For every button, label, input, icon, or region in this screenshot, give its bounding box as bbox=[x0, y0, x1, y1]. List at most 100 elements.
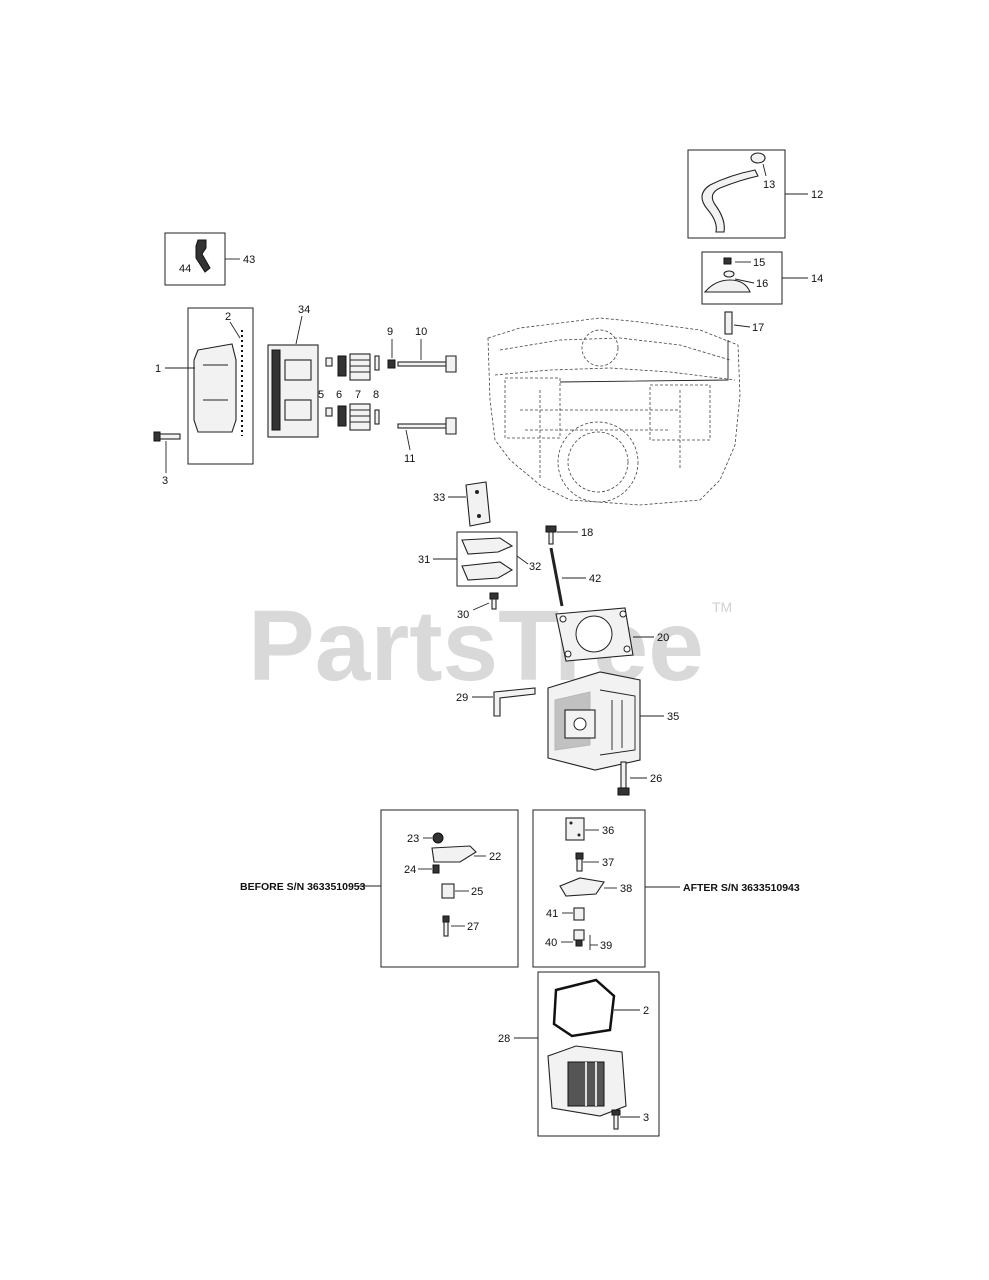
part-27-stud-head bbox=[442, 915, 450, 923]
group-28: 2 28 3 bbox=[498, 971, 660, 1137]
callout-1: 1 bbox=[155, 363, 161, 375]
callout-28: 28 bbox=[498, 1033, 510, 1045]
group-43: 43 44 bbox=[164, 232, 255, 286]
callout-30: 30 bbox=[457, 609, 469, 621]
part-5-lower bbox=[325, 407, 333, 417]
part-22-rocker bbox=[431, 845, 477, 863]
part-3b-screw-head bbox=[611, 1109, 621, 1116]
part-41-ball bbox=[573, 907, 585, 921]
part-32-upper bbox=[461, 537, 514, 555]
callout-31: 31 bbox=[418, 554, 430, 566]
part-36-plate bbox=[565, 817, 585, 841]
part-29-bracket: 29 bbox=[456, 687, 536, 717]
callout-26: 26 bbox=[650, 773, 662, 785]
part-1-cover bbox=[193, 343, 237, 433]
callout-24: 24 bbox=[404, 864, 416, 876]
callout-43: 43 bbox=[243, 254, 255, 266]
part-5-upper bbox=[325, 357, 333, 367]
part-17-stud bbox=[724, 311, 733, 335]
group-12: 12 13 bbox=[687, 149, 823, 239]
part-3b-screw bbox=[613, 1114, 619, 1130]
part-9-keeper bbox=[387, 359, 396, 369]
group-before: BEFORE S/N 3633510953 23 22 24 25 27 bbox=[240, 809, 519, 968]
group-31: 32 31 bbox=[418, 531, 541, 587]
part-7-spring-upper bbox=[349, 353, 371, 381]
part-3-screw bbox=[153, 431, 181, 442]
callout-40: 40 bbox=[545, 937, 557, 949]
part-8-seal-upper bbox=[374, 355, 380, 371]
valve-train: 5 6 7 8 9 10 11 bbox=[318, 326, 457, 465]
part-24-pivot bbox=[432, 864, 440, 874]
callout-41: 41 bbox=[546, 908, 558, 920]
engine-block-outline bbox=[487, 317, 741, 506]
part-42-pushrod bbox=[549, 547, 564, 607]
part-32-lower bbox=[461, 561, 514, 581]
before-box bbox=[380, 809, 519, 968]
callout-10: 10 bbox=[415, 326, 427, 338]
callout-20: 20 bbox=[657, 632, 669, 644]
callout-38: 38 bbox=[620, 883, 632, 895]
group-after: AFTER S/N 3633510943 36 37 38 41 40 39 bbox=[532, 809, 800, 968]
part-34-head: 34 bbox=[267, 304, 319, 438]
part-18-bolt-head bbox=[545, 525, 557, 533]
callout-3a: 3 bbox=[162, 475, 168, 487]
part-16-washer bbox=[723, 270, 735, 278]
part-7-spring-lower bbox=[349, 403, 371, 431]
callout-8: 8 bbox=[373, 389, 379, 401]
callout-2b: 2 bbox=[643, 1005, 649, 1017]
part-13-clamp bbox=[750, 152, 766, 164]
callout-37: 37 bbox=[602, 857, 614, 869]
callout-42: 42 bbox=[589, 573, 601, 585]
part-8-seal-lower bbox=[374, 409, 380, 425]
part-44-fitting bbox=[195, 239, 211, 273]
part-35-head: 35 bbox=[547, 671, 679, 771]
part-23-nut bbox=[432, 832, 444, 844]
part-6-upper bbox=[337, 355, 347, 377]
group-28-box bbox=[537, 971, 660, 1137]
part-30: 30 bbox=[457, 592, 499, 621]
part-38-rocker bbox=[559, 877, 605, 897]
callout-9: 9 bbox=[387, 326, 393, 338]
part-13-hose bbox=[701, 169, 759, 233]
part-15-nut bbox=[723, 257, 732, 265]
callout-25: 25 bbox=[471, 886, 483, 898]
part-33: 33 bbox=[433, 481, 491, 527]
part-33-block bbox=[465, 481, 491, 527]
callout-33: 33 bbox=[433, 492, 445, 504]
callout-23: 23 bbox=[407, 833, 419, 845]
callout-32: 32 bbox=[529, 561, 541, 573]
callout-15: 15 bbox=[753, 257, 765, 269]
group-1: 1 2 3 bbox=[153, 307, 254, 487]
part-39-pivot bbox=[573, 929, 585, 941]
callout-13: 13 bbox=[763, 179, 775, 191]
part-18-bolt-shank bbox=[548, 531, 554, 545]
callout-18: 18 bbox=[581, 527, 593, 539]
group-1-box bbox=[187, 307, 254, 465]
callout-34: 34 bbox=[298, 304, 310, 316]
part-37-stud-head bbox=[575, 852, 584, 860]
group-14-box bbox=[701, 251, 783, 305]
callout-17: 17 bbox=[752, 322, 764, 334]
watermark-trademark: TM bbox=[712, 599, 732, 615]
before-serial-note: BEFORE S/N 3633510953 bbox=[240, 881, 366, 893]
callout-27: 27 bbox=[467, 921, 479, 933]
part-40-nut bbox=[575, 939, 583, 947]
callout-35: 35 bbox=[667, 711, 679, 723]
callout-44: 44 bbox=[179, 263, 191, 275]
callout-22: 22 bbox=[489, 851, 501, 863]
part-27-stud bbox=[443, 921, 449, 937]
callout-29: 29 bbox=[456, 692, 468, 704]
part-17: 17 bbox=[559, 311, 764, 383]
callout-39: 39 bbox=[600, 940, 612, 952]
after-box bbox=[532, 809, 646, 968]
part-6-lower bbox=[337, 405, 347, 427]
part-2-gasket-b bbox=[552, 978, 616, 1038]
group-43-box bbox=[164, 232, 226, 286]
callout-14: 14 bbox=[811, 273, 823, 285]
callout-36: 36 bbox=[602, 825, 614, 837]
callout-11: 11 bbox=[404, 453, 415, 465]
part-26-bolt: 26 bbox=[617, 761, 662, 796]
watermark: PartsTree TM bbox=[248, 590, 732, 702]
part-18-42: 18 42 bbox=[545, 525, 601, 607]
